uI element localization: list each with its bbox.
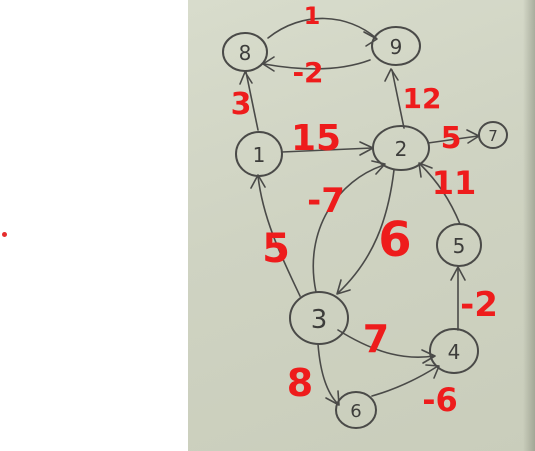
node-5-label: 5 <box>453 234 466 258</box>
arrow-5-to-2 <box>418 162 433 178</box>
edge-1-to-2 <box>281 147 373 153</box>
directed-graph: 8 9 1 2 7 5 3 4 <box>222 2 508 429</box>
edge-5-to-2 <box>419 163 461 225</box>
edge-3-to-1 <box>257 175 301 297</box>
arrow-1-to-8 <box>239 71 253 85</box>
arrow-8-to-9 <box>363 31 378 47</box>
weight-3-4: 7 <box>363 317 389 361</box>
arrow-3-to-2 <box>371 160 386 175</box>
edge-1-to-8 <box>245 71 259 131</box>
weight-2-9: 12 <box>403 82 442 115</box>
edge-2-to-9 <box>391 69 405 129</box>
edge-2-to-3 <box>337 169 395 294</box>
edge-9-to-8 <box>263 59 371 70</box>
node-8-label: 8 <box>239 41 252 65</box>
weight-2-3: 6 <box>378 212 411 268</box>
weight-6-4: -6 <box>422 381 458 419</box>
node-5: 5 <box>436 223 482 267</box>
weight-3-1: 5 <box>262 226 290 272</box>
arrow-2-to-9 <box>384 68 399 82</box>
weight-8-9: 1 <box>304 2 321 30</box>
weight-5-2: 11 <box>432 164 477 202</box>
node-8: 8 <box>222 32 268 72</box>
node-7-label: 7 <box>488 127 498 145</box>
photo-edge-shadow <box>523 0 535 451</box>
edge-6-to-4 <box>371 365 439 397</box>
node-3: 3 <box>289 291 349 345</box>
graph-photo: 8 9 1 2 7 5 3 4 <box>188 0 535 451</box>
weight-3-2: -7 <box>307 181 345 221</box>
weight-1-8: 3 <box>231 87 252 122</box>
weight-4-5: -2 <box>460 285 498 325</box>
weight-1-2: 15 <box>291 118 341 159</box>
node-6: 6 <box>335 391 377 429</box>
red-dot-marker <box>2 232 7 237</box>
edge-3-to-4 <box>337 329 435 359</box>
edge-8-to-9 <box>267 17 377 39</box>
node-2-label: 2 <box>395 137 408 161</box>
node-9: 9 <box>371 26 421 66</box>
arrow-3-to-6 <box>325 390 340 406</box>
weight-2-7: 5 <box>441 121 462 156</box>
arrow-6-to-4 <box>425 364 440 379</box>
edge-3-to-6 <box>317 343 339 405</box>
node-9-label: 9 <box>390 35 403 59</box>
edge-3-to-2 <box>312 164 385 293</box>
arrow-3-to-4 <box>421 349 436 364</box>
node-3-label: 3 <box>311 305 328 335</box>
node-1: 1 <box>235 131 283 177</box>
node-4-label: 4 <box>448 340 461 364</box>
arrow-2-to-3 <box>336 279 351 295</box>
node-6-label: 6 <box>350 401 361 422</box>
weight-9-8: -2 <box>292 56 323 89</box>
node-2: 2 <box>372 125 430 171</box>
edge-2-to-7 <box>427 135 479 144</box>
weight-3-6: 8 <box>287 361 313 405</box>
node-1-label: 1 <box>253 143 266 167</box>
arrow-4-to-5 <box>450 266 466 281</box>
node-4: 4 <box>429 328 479 374</box>
node-7: 7 <box>478 121 508 149</box>
